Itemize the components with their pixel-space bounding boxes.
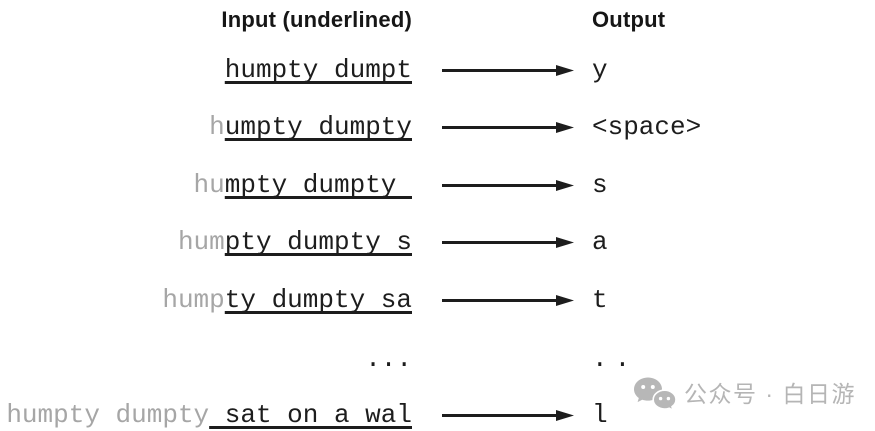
input-sequence: humpty dumpty — [0, 111, 412, 143]
input-window-underlined: sat on a wal — [209, 400, 412, 430]
input-sequence: humpty dumpty s — [0, 226, 412, 258]
output-column-header: Output — [592, 7, 666, 32]
output-token: y — [592, 55, 608, 85]
arrow-icon — [442, 237, 574, 248]
input-context-prefix: hump — [162, 285, 225, 315]
input-window-underlined: pty dumpty s — [224, 227, 412, 257]
input-context-prefix: h — [209, 112, 225, 142]
wechat-icon — [634, 377, 677, 412]
watermark-text: 公众号 · 白日游 — [684, 381, 856, 407]
training-example-row: humpty dumpty sat on a wal l — [0, 399, 875, 431]
output-ellipsis: .. — [592, 344, 638, 374]
watermark: 公众号 · 白日游 — [633, 376, 856, 413]
input-context-prefix: hum — [177, 227, 225, 257]
training-example-row: humpty dumpt y — [0, 54, 875, 86]
input-sequence: humpty dumpty sa — [0, 284, 412, 316]
output-token: t — [592, 285, 608, 315]
input-context-prefix: humpty dumpty — [6, 400, 210, 430]
input-window-underlined: ty dumpty sa — [224, 285, 412, 315]
training-example-row: humpty dumpty s a — [0, 226, 875, 258]
input-window-underlined: mpty dumpty — [224, 170, 412, 200]
output-token: l — [592, 400, 608, 430]
input-sequence: humpty dumpt — [0, 54, 412, 86]
arrow-icon — [442, 180, 574, 191]
input-column-header: Input (underlined) — [221, 7, 412, 32]
arrow-icon — [442, 122, 574, 133]
training-example-row: humpty dumpty sa t — [0, 284, 875, 316]
input-ellipsis: ... — [365, 344, 412, 374]
training-example-row: humpty dumpty <space> — [0, 111, 875, 143]
input-sequence: humpty dumpty — [0, 169, 412, 201]
ellipsis-row: ... .. — [0, 343, 875, 375]
input-context-prefix: hu — [193, 170, 225, 200]
output-token: a — [592, 227, 608, 257]
input-window-underlined: humpty dumpt — [224, 55, 412, 85]
output-token: <space> — [592, 112, 702, 142]
arrow-icon — [442, 295, 574, 306]
input-window-underlined: umpty dumpty — [224, 112, 412, 142]
output-token: s — [592, 170, 608, 200]
arrow-icon — [442, 410, 574, 421]
input-sequence: humpty dumpty sat on a wal — [0, 399, 412, 431]
arrow-icon — [442, 65, 574, 76]
training-example-row: humpty dumpty s — [0, 169, 875, 201]
